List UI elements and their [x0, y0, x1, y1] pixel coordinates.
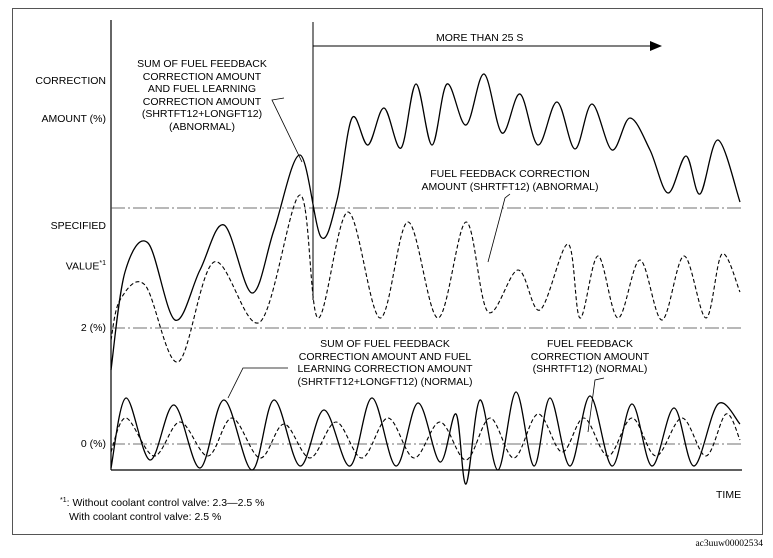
annotation-line: (SHRTFT12+LONGFT12) (NORMAL) [297, 375, 473, 388]
leader-sum-abnormal [271, 97, 303, 163]
annotation-line: CORRECTION AMOUNT [142, 95, 262, 108]
feedback-normal-curve [110, 413, 741, 461]
diagram-frame [12, 8, 763, 535]
annotation-line: CORRECTION AMOUNT AND FUEL [298, 350, 472, 363]
annotation-line: SUM OF FUEL FEEDBACK [320, 338, 450, 350]
annotation-line: CORRECTION AMOUNT [142, 70, 262, 83]
feedback-abnormal-curve [110, 194, 741, 363]
annotation-line: AMOUNT (SHRTFT12) (ABNORMAL) [421, 180, 599, 193]
duration-arrow-head [650, 41, 662, 51]
figure-id: ac3uuw00002534 [695, 539, 763, 549]
y-axis-label-line2: AMOUNT (%) [41, 112, 106, 125]
leader-feedback-abnormal [487, 193, 511, 263]
annotation-line: SUM OF FUEL FEEDBACK [137, 58, 267, 70]
y-axis-label-line1: CORRECTION [35, 75, 106, 87]
footnote: *1: Without coolant control valve: 2.3—2… [60, 494, 264, 524]
footnote-marker: *1 [60, 497, 67, 504]
sum-normal-curve [110, 391, 741, 485]
footnote-line1: : Without coolant control valve: 2.3—2.5… [66, 497, 265, 509]
annotation-line: FUEL FEEDBACK CORRECTION [430, 168, 590, 180]
specified-value-footnote-ref: *1 [99, 259, 106, 267]
sum-abnormal-curve [110, 73, 741, 371]
annotation-line: CORRECTION AMOUNT [530, 350, 650, 363]
two-percent-label: 2 (%) [80, 322, 106, 334]
footnote-line2: With coolant control valve: 2.5 % [69, 511, 222, 523]
annotation-line: (SHRTFT12) (NORMAL) [532, 363, 648, 375]
duration-label: MORE THAN 25 S [436, 32, 524, 44]
specified-value-label: SPECIFIED VALUE*1 [20, 195, 106, 285]
specified-value-line1: SPECIFIED [50, 220, 106, 232]
zero-percent-label: 0 (%) [80, 438, 106, 450]
leader-sum-normal [227, 367, 288, 399]
time-axis-label: TIME [716, 489, 742, 501]
y-axis-label: CORRECTION AMOUNT (%) [20, 50, 106, 138]
specified-value-line2: VALUE [65, 260, 100, 272]
annotation-line: (ABNORMAL) [169, 120, 235, 133]
annotation-line: (SHRTFT12+LONGFT12) [141, 108, 263, 120]
leader-feedback-normal [587, 377, 605, 433]
annotation-line: AND FUEL LEARNING [147, 83, 257, 95]
annotation-line: LEARNING CORRECTION AMOUNT [297, 363, 473, 375]
annotation-line: FUEL FEEDBACK [547, 338, 633, 350]
